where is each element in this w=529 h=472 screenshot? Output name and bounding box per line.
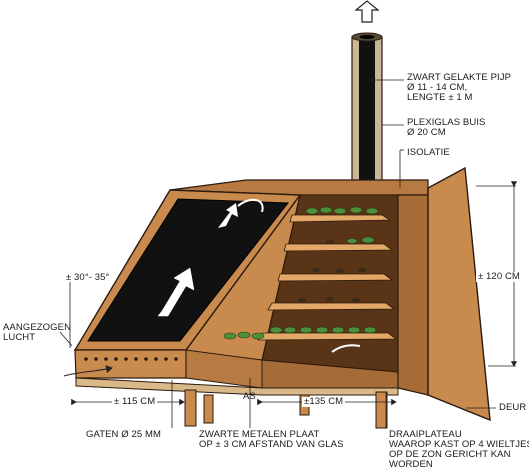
label-holes: GATEN Ø 25 MM	[86, 429, 162, 440]
exit-air-arrow-icon	[331, 344, 361, 353]
cabinet-right-wall	[397, 194, 429, 396]
label-axle: AS	[243, 391, 256, 402]
label-depth: ± 115 CM	[112, 396, 158, 407]
intake-holes	[84, 357, 178, 361]
label-width: ±135 CM	[302, 396, 346, 407]
airflow-arrow-top-icon	[218, 203, 238, 228]
chimney-pipe	[351, 32, 383, 190]
drying-shelves	[257, 214, 398, 341]
produce-dark	[298, 240, 366, 302]
airflow-arrow-icon	[157, 267, 195, 317]
label-insulation: ISOLATIE	[407, 147, 450, 158]
label-height: ± 120 CM	[476, 271, 522, 282]
label-door: DEUR	[499, 402, 527, 413]
turntable	[75, 377, 399, 396]
front-intake-board	[74, 349, 187, 379]
label-angle: ± 30°- 35°	[66, 272, 110, 283]
exhaust-arrow-icon	[354, 0, 380, 23]
intake-air-arrow-icon	[63, 365, 113, 377]
support-legs	[184, 389, 388, 429]
airflow-curl-icon	[237, 198, 264, 213]
produce-leaves	[223, 206, 379, 340]
door-panel	[427, 166, 491, 422]
